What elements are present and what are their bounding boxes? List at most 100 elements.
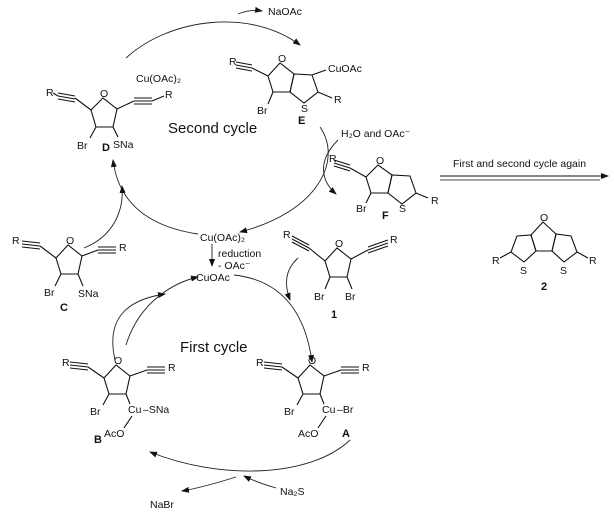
nabr-label: NaBr (150, 499, 174, 511)
arrow-naoac-out (237, 6, 263, 15)
bond-line (57, 92, 76, 97)
bond-line (57, 98, 76, 103)
furan-ring (267, 62, 295, 93)
atom-label: AcO (298, 428, 318, 440)
bond-line (87, 366, 105, 379)
na2s-label: Na₂S (280, 486, 305, 498)
thiophene-ring (387, 174, 417, 205)
compound-2: R O S S R 2 (492, 212, 597, 293)
atom-label: S (399, 203, 406, 215)
arrow-nabr-out (181, 476, 237, 493)
naoac-label: NaOAc (268, 6, 302, 18)
bond-line (267, 91, 274, 105)
bond-line (54, 273, 62, 287)
atom-label: O (335, 238, 343, 250)
furan-ring (297, 364, 325, 395)
bond-line (39, 245, 57, 259)
label-a: A (342, 428, 350, 440)
atom-label: O (114, 355, 122, 367)
bond-line (52, 92, 59, 97)
compound-b: R O R Br Cu –SNa AcO B (62, 355, 176, 446)
furan-ring (55, 244, 83, 275)
compound-d: R R O Br SNa Cu(OAc)₂ D (46, 73, 181, 154)
bond-line (21, 240, 41, 244)
thiophene-right (551, 233, 578, 263)
label-d: D (102, 142, 110, 154)
bond-line (69, 364, 89, 368)
second-cycle-arrows (83, 6, 339, 249)
bond-line (324, 276, 331, 290)
bond-line (323, 369, 342, 377)
compound-a: R O R Br Cu –Br AcO A (256, 355, 370, 440)
furan-ring (530, 221, 557, 252)
atom-label: Br (44, 287, 55, 299)
bond-line (365, 192, 372, 204)
bond-line (291, 235, 310, 246)
bond-line (311, 69, 327, 76)
h2o-oac-label: H₂O and OAc⁻ (341, 128, 410, 140)
atom-label: O (308, 355, 316, 367)
bond-line (296, 393, 304, 406)
bond-line (263, 367, 283, 371)
furan-ring (103, 364, 131, 395)
atom-label: O (278, 53, 286, 65)
bond-line (317, 91, 333, 99)
bond-line (77, 273, 84, 287)
bond-line (576, 251, 589, 259)
bond-line (291, 238, 310, 249)
first-cycle-arrows (112, 244, 351, 493)
arrow-e-to-cu (239, 126, 329, 234)
atom-label: –Br (337, 404, 354, 416)
bond-line (367, 242, 389, 251)
atom-label: Br (77, 140, 88, 152)
minus-oac-label: - OAc⁻ (218, 260, 250, 272)
bond-line (367, 239, 389, 248)
bond-line (21, 246, 41, 250)
atom-label: Br (345, 291, 356, 303)
atom-label: SNa (113, 139, 134, 151)
cu-oac2-label: Cu(OAc)₂ (200, 232, 245, 244)
atom-label: R (119, 242, 127, 254)
bond-line (291, 241, 310, 252)
atom-label: R (256, 357, 264, 369)
atom-label: R (165, 89, 173, 101)
atom-label: S (301, 103, 308, 115)
bond-line (333, 159, 351, 166)
atom-label: R (431, 195, 439, 207)
atom-label: R (362, 362, 370, 374)
arrow-na2s-in (243, 475, 277, 489)
arrow-1-in (284, 257, 299, 301)
atom-label: O (100, 88, 108, 100)
compound-f: R O Br S R F (329, 153, 439, 222)
arrow-d-to-e (125, 21, 301, 59)
atom-label: Cu (128, 404, 142, 416)
atom-label: O (540, 212, 548, 224)
bond-line (69, 367, 89, 371)
atom-label: R (334, 94, 342, 106)
second-cycle-label: Second cycle (168, 120, 257, 137)
compound-e: R O CuOAc Br S R E (229, 53, 362, 127)
arrow-c-to-d (83, 185, 126, 249)
furan-ring (90, 97, 118, 128)
bond-line (235, 64, 253, 69)
label-b: B (94, 434, 102, 446)
label-1: 1 (331, 309, 337, 321)
atom-label: S (560, 265, 567, 277)
atom-label: R (283, 229, 291, 241)
bond-line (69, 361, 89, 365)
bond-line (319, 393, 325, 405)
bond-line (415, 192, 429, 199)
label-2: 2 (541, 281, 547, 293)
bond-line (281, 366, 299, 379)
label-c: C (60, 302, 68, 314)
arrow-a-to-b (149, 439, 351, 472)
atom-label: R (589, 255, 597, 267)
atom-label: O (66, 235, 74, 247)
bond-line (308, 247, 326, 262)
furan-ring (365, 164, 393, 194)
atom-label: –SNa (143, 404, 169, 416)
bond-line (235, 67, 253, 72)
atom-label: R (12, 235, 20, 247)
atom-label: Cu (322, 404, 336, 416)
